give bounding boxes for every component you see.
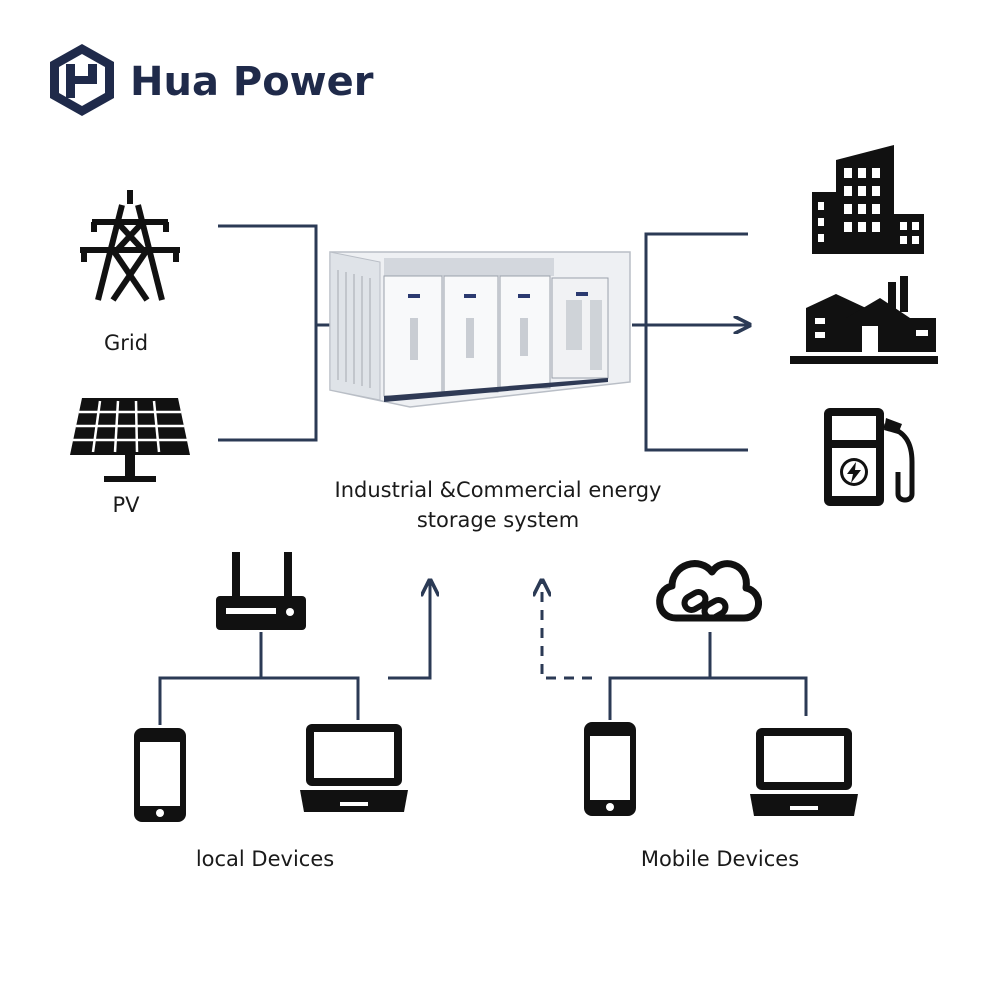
local-device-connector-lines [158, 582, 430, 725]
mobile-devices-label: Mobile Devices [641, 847, 799, 871]
local-phone-icon [134, 728, 186, 822]
ev-charger-icon [824, 408, 915, 506]
grid-label: Grid [104, 331, 148, 355]
router-icon [216, 552, 306, 630]
system-label-line1: Industrial &Commercial energy [335, 478, 662, 502]
transmission-tower-icon [80, 190, 180, 302]
local-laptop-icon [300, 724, 408, 812]
hexagon-hp-logo-icon [50, 44, 114, 116]
mobile-laptop-icon [750, 728, 858, 816]
energy-storage-container-image [329, 251, 631, 408]
system-label-line2: storage system [417, 508, 579, 532]
load-connector-lines [632, 232, 748, 452]
pv-label: PV [112, 493, 140, 517]
building-icon [812, 145, 924, 254]
source-connector-lines [218, 224, 345, 442]
solar-panel-icon [70, 398, 190, 482]
brand-name: Hua Power [130, 59, 374, 105]
mobile-phone-icon [584, 722, 636, 816]
factory-icon [790, 276, 938, 364]
cloud-link-icon [656, 560, 762, 622]
mobile-device-connector-lines [542, 582, 808, 720]
local-devices-label: local Devices [196, 847, 334, 871]
